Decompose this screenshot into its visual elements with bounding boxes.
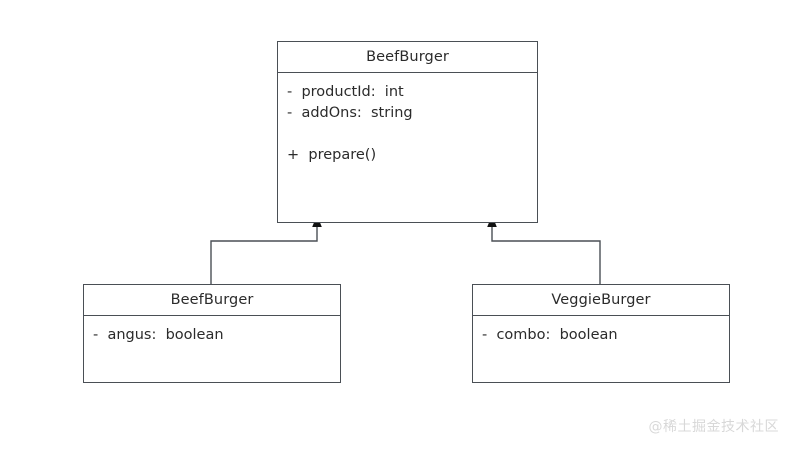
generalization-edge-veggieburger <box>487 215 601 284</box>
class-box-veggieburger[interactable]: VeggieBurger - combo: boolean <box>472 284 730 383</box>
class-members-veggieburger: - combo: boolean <box>473 316 729 346</box>
class-box-beefburger-child[interactable]: BeefBurger - angus: boolean <box>83 284 341 383</box>
class-member: - productId: int <box>287 84 404 100</box>
watermark-text: @稀土掘金技术社区 <box>648 419 779 435</box>
class-member: - angus: boolean <box>93 327 224 343</box>
class-member: - combo: boolean <box>482 327 618 343</box>
class-members-beefburger-child: - angus: boolean <box>84 316 340 346</box>
class-box-beefburger-parent[interactable]: BeefBurger - productId: int - addOns: st… <box>277 41 538 223</box>
class-name-label: BeefBurger <box>366 49 449 65</box>
class-member: + prepare() <box>287 147 377 163</box>
class-name-label: BeefBurger <box>170 292 254 308</box>
class-header-veggieburger: VeggieBurger <box>473 285 729 316</box>
class-member: - addOns: string <box>287 105 413 121</box>
generalization-edge-beefburger-child <box>210 215 322 284</box>
class-name-label: VeggieBurger <box>551 292 651 308</box>
class-members-beefburger-parent: - productId: int - addOns: string + prep… <box>278 73 537 166</box>
class-header-beefburger-child: BeefBurger <box>84 285 340 316</box>
class-header-beefburger-parent: BeefBurger <box>278 42 537 73</box>
